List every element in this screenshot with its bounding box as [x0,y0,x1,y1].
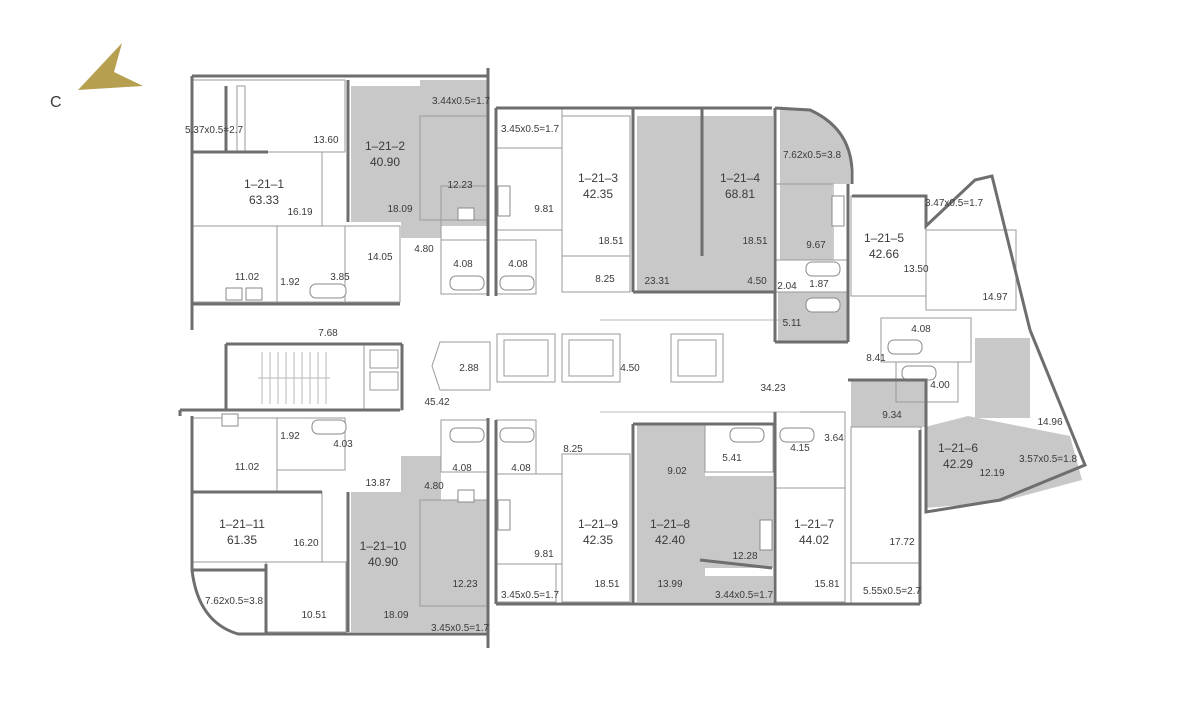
room-area: 14.97 [982,292,1007,303]
apartment-code: 1–21–7 [794,517,834,531]
compass: С [50,43,143,111]
room-area: 4.80 [424,481,444,492]
room-area: 8.25 [595,274,615,285]
room-area: 4.00 [930,380,950,391]
fixtures [221,185,937,551]
apartment-labels: 1–21–1 63.33 1–21–2 40.90 1–21–3 42.35 1… [219,139,978,569]
room-area: 9.81 [534,549,554,560]
apartment-code: 1–21–6 [938,441,978,455]
room-area: 3.57x0.5=1.8 [1019,454,1078,465]
room-area: 3.64 [824,433,844,444]
room-area: 11.02 [235,462,260,473]
room-area: 45.42 [424,397,449,408]
walls [178,68,1087,648]
room-area: 5.37x0.5=2.7 [185,125,244,136]
room-area: 12.23 [452,579,477,590]
apartment-code: 1–21–3 [578,171,618,185]
room-area: 2.04 [777,281,797,292]
room-area: 4.08 [508,259,528,270]
room-area: 3.44x0.5=1.7 [432,96,491,107]
north-arrow-icon [78,43,143,90]
room-area: 18.09 [383,610,408,621]
room-area: 3.85 [330,272,350,283]
room-area: 11.02 [235,272,260,283]
room-area: 5.55x0.5=2.7 [863,586,922,597]
room-area: 12.23 [447,180,472,191]
apartment-code: 1–21–4 [720,171,760,185]
room-area: 14.96 [1037,417,1062,428]
room-area: 18.51 [742,236,767,247]
apartment-total: 61.35 [227,533,257,547]
room-area: 1.87 [809,279,829,290]
room-area: 16.19 [287,207,312,218]
apartment-total: 42.29 [943,457,973,471]
room-area: 34.23 [760,383,785,394]
apartment-total: 68.81 [725,187,755,201]
room-area: 12.28 [732,551,757,562]
room-area: 4.08 [511,463,531,474]
room-area: 15.81 [814,579,839,590]
room-area: 3.45x0.5=1.7 [501,590,560,601]
room-area: 8.41 [866,353,886,364]
room-area: 8.25 [563,444,583,455]
partition-lines [191,79,1017,633]
apartment-code: 1–21–11 [219,517,265,531]
room-area: 17.72 [889,537,914,548]
room-area: 4.80 [414,244,434,255]
room-area: 4.50 [747,276,767,287]
apartment-total: 42.66 [869,247,899,261]
room-area: 4.08 [452,463,472,474]
room-area: 3.45x0.5=1.7 [431,623,490,634]
room-area: 9.67 [806,240,826,251]
room-area: 18.51 [598,236,623,247]
room-area: 14.05 [367,252,392,263]
room-area: 9.02 [667,466,687,477]
apartment-total: 42.35 [583,533,613,547]
room-area: 7.62x0.5=3.8 [205,596,264,607]
apartment-total: 63.33 [249,193,279,207]
room-area: 18.09 [387,204,412,215]
room-area: 4.03 [333,439,353,450]
room-area: 13.99 [657,579,682,590]
apartment-code: 1–21–1 [244,177,284,191]
apartment-total: 42.35 [583,187,613,201]
room-area: 13.50 [903,264,928,275]
room-area: 9.34 [882,410,902,421]
room-area: 7.62x0.5=3.8 [783,150,842,161]
apartment-total: 40.90 [368,555,398,569]
apartment-code: 1–21–10 [360,539,407,553]
room-area: 7.68 [318,328,338,339]
room-area: 4.15 [790,443,810,454]
room-area: 13.60 [313,135,338,146]
apartment-total: 42.40 [655,533,685,547]
apartment-total: 40.90 [370,155,400,169]
room-area: 4.50 [620,363,640,374]
room-area: 23.31 [644,276,669,287]
apartment-total: 44.02 [799,533,829,547]
room-area: 4.08 [911,324,931,335]
room-area: 9.81 [534,204,554,215]
apartment-fills [351,80,1082,632]
apartment-code: 1–21–9 [578,517,618,531]
room-area: 5.11 [783,318,802,329]
room-area: 10.51 [301,610,326,621]
room-area: 16.20 [293,538,318,549]
room-area: 1.92 [280,277,300,288]
room-area: 1.92 [280,431,300,442]
room-area: 3.47x0.5=1.7 [925,198,984,209]
room-area: 3.44x0.5=1.7 [715,590,774,601]
apartment-code: 1–21–5 [864,231,904,245]
room-area: 2.88 [459,363,479,374]
compass-label: С [50,94,62,111]
apartment-code: 1–21–2 [365,139,405,153]
room-area: 5.41 [722,453,742,464]
room-area: 3.45x0.5=1.7 [501,124,560,135]
room-labels: 5.37x0.5=2.7 13.60 16.19 11.02 1.92 3.85… [185,96,1078,634]
room-area: 18.51 [594,579,619,590]
apartment-code: 1–21–8 [650,517,690,531]
room-area: 4.08 [453,259,473,270]
room-area: 12.19 [979,468,1004,479]
room-area: 13.87 [365,478,390,489]
